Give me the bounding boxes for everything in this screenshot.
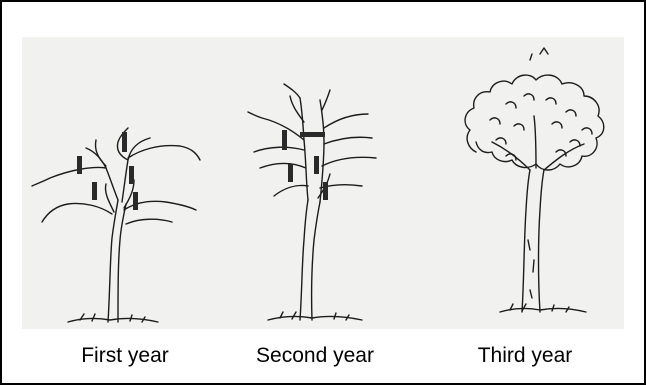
caption-second-year: Second year [220,343,410,369]
third-year-tree-icon [465,48,604,312]
caption-first-year: First year [40,343,210,369]
second-year-tree-icon [248,84,376,320]
caption-third-year: Third year [440,343,610,369]
first-year-tree-icon [32,128,200,322]
